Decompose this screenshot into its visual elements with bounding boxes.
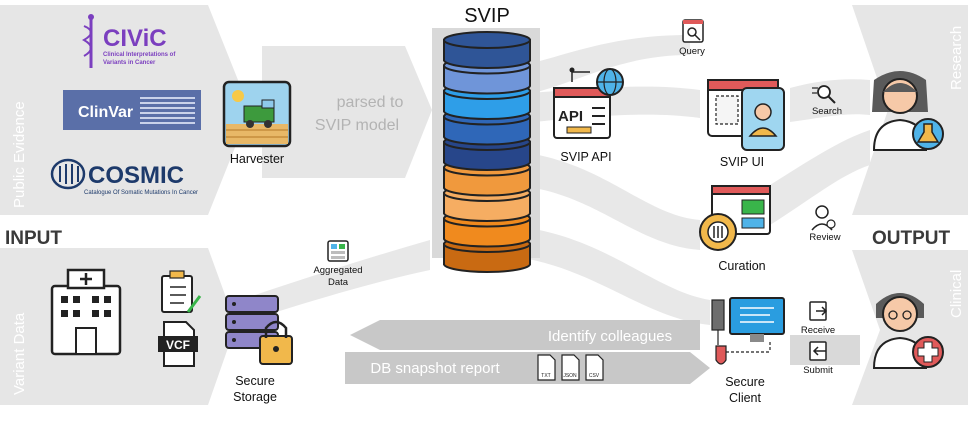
svip-api-label: SVIP API	[560, 150, 611, 164]
flow-ribbon-curation-research	[770, 130, 870, 225]
review-label: Review	[809, 232, 840, 243]
search-icon	[812, 85, 836, 104]
json-file-label: JSON	[563, 373, 577, 379]
cosmic-logo: COSMIC Catalogue Of Somatic Mutations In…	[50, 158, 198, 196]
secure-client-label-line2: Client	[729, 391, 761, 405]
harvester-icon	[222, 80, 292, 148]
cosmic-subtitle: Catalogue Of Somatic Mutations In Cancer	[84, 190, 198, 196]
cosmic-emblem-icon	[50, 158, 86, 190]
civic-wordmark: CIViC	[103, 25, 167, 52]
clinical-label: Clinical	[948, 270, 965, 318]
flow-ribbon-api-query	[500, 35, 690, 100]
receive-icon	[809, 301, 828, 321]
svip-api-icon: API	[553, 67, 624, 139]
secure-client-icon	[711, 297, 785, 365]
review-icon	[811, 205, 836, 231]
search-label: Search	[812, 106, 842, 117]
svip-ui-icon	[707, 79, 785, 151]
database-stack-icon	[443, 31, 531, 273]
harvester-flow-arrow	[262, 46, 432, 178]
harvester-label: Harvester	[230, 152, 284, 166]
civic-logo: CIViC Clinical Interpretations of Varian…	[81, 14, 176, 68]
secure-storage-label-line1: Secure	[235, 374, 275, 388]
secure-storage-icon	[225, 295, 293, 365]
database-disk-top	[443, 31, 531, 49]
db-snapshot-label: DB snapshot report	[370, 360, 500, 377]
txt-file-icon: TXT	[537, 354, 556, 381]
secure-storage-label-line2: Storage	[233, 390, 277, 404]
hospital-icon	[50, 268, 122, 356]
flow-ribbon-ui-research	[790, 79, 870, 122]
flow-ribbon-curation	[500, 150, 700, 250]
clinician-avatar	[872, 293, 944, 369]
output-label: OUTPUT	[872, 228, 951, 249]
clinvar-logo: ClinVar	[63, 90, 201, 130]
vcf-file-icon: VCF	[158, 321, 198, 367]
secure-client-label-line1: Secure	[725, 375, 765, 389]
svip-model-label: SVIP model	[315, 117, 399, 134]
padlock-shackle	[264, 320, 288, 338]
caduceus-icon	[81, 14, 94, 68]
svip-title: SVIP	[464, 5, 510, 27]
cosmic-wordmark: COSMIC	[88, 162, 184, 189]
checklist-icon	[161, 270, 202, 313]
flow-ribbon-svip-to-client	[500, 225, 710, 325]
receive-label: Receive	[801, 325, 835, 336]
api-badge: API	[558, 108, 583, 125]
civic-subtitle-line2: Variants in Cancer	[103, 60, 156, 66]
public-evidence-label: Public Evidence	[11, 101, 28, 208]
svip-ui-label: SVIP UI	[720, 155, 764, 169]
clinvar-wordmark: ClinVar	[78, 104, 133, 121]
query-label: Query	[679, 46, 705, 57]
flow-ribbon-aggregated	[240, 240, 430, 320]
civic-subtitle-line1: Clinical Interpretations of	[103, 52, 176, 58]
submit-label: Submit	[803, 365, 833, 376]
csv-file-icon: CSV	[585, 354, 604, 381]
aggregated-data-label-line2: Data	[328, 277, 349, 288]
aggregated-data-label-line1: Aggregated	[313, 265, 362, 276]
research-label: Research	[948, 26, 965, 90]
researcher-avatar	[872, 71, 944, 151]
parsed-to-label: parsed to	[337, 94, 404, 111]
identify-colleagues-label: Identify colleagues	[548, 328, 672, 345]
submit-icon	[809, 341, 827, 361]
identify-colleagues-arrow	[350, 320, 700, 350]
csv-file-label: CSV	[589, 373, 600, 379]
input-label: INPUT	[5, 228, 62, 249]
vcf-badge: VCF	[166, 338, 190, 352]
variant-data-label: Variant Data	[11, 312, 28, 395]
curation-label: Curation	[718, 259, 765, 273]
db-snapshot-arrow	[345, 352, 710, 384]
clinvar-sequence-texture	[140, 97, 195, 124]
txt-file-label: TXT	[541, 373, 550, 379]
aggregated-data-icon	[327, 240, 349, 262]
query-icon	[682, 19, 704, 43]
json-file-icon: JSON	[561, 354, 580, 381]
curation-icon	[699, 185, 771, 251]
